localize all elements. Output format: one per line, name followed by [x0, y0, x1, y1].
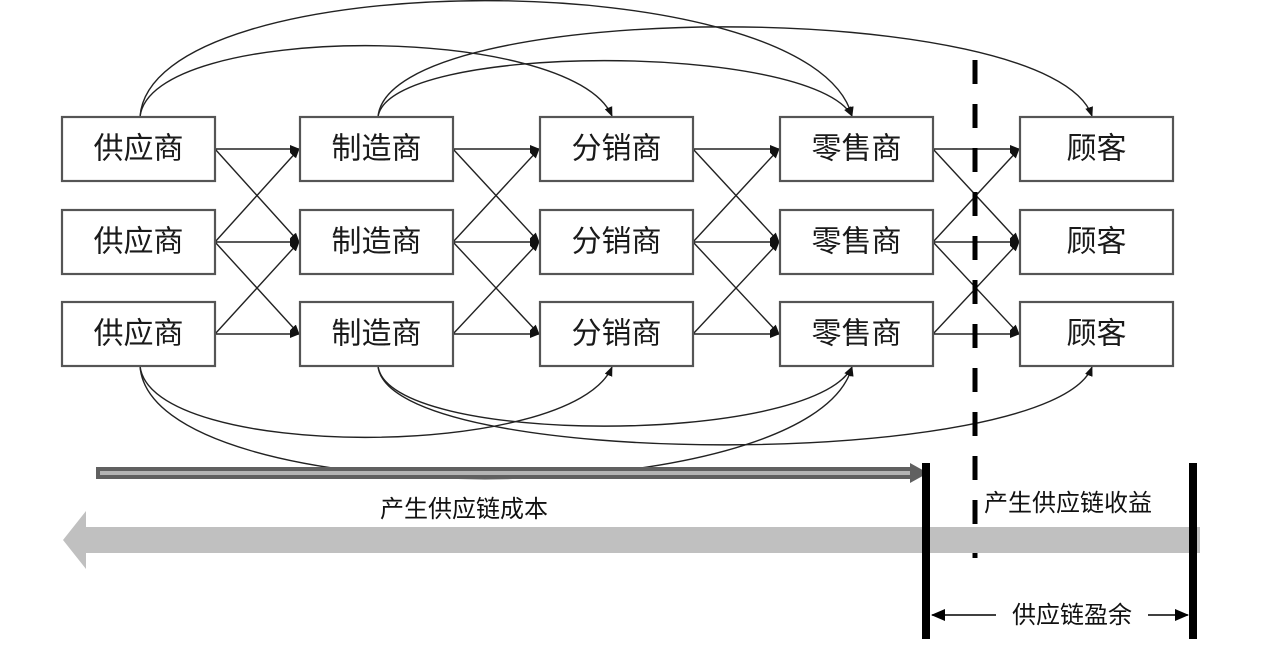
node-box — [1018, 300, 1175, 368]
stage-nodes: 供应商供应商供应商制造商制造商制造商分销商分销商分销商零售商零售商零售商顾客顾客… — [60, 115, 1175, 368]
link-distributor-to-retailer — [692, 148, 780, 243]
arc-top-manufacturer-to-customer — [377, 26, 1093, 118]
node-label: 顾客 — [1067, 132, 1127, 167]
node-box — [298, 300, 455, 368]
arc-top-manufacturer-to-retailer — [377, 59, 853, 118]
node-retailer: 零售商 — [778, 115, 935, 183]
node-label: 供应商 — [94, 132, 184, 167]
link-distributor-to-retailer — [692, 241, 780, 335]
arc-top-supplier-to-distributor — [139, 45, 613, 118]
node-distributor: 分销商 — [538, 208, 695, 276]
surplus-label: 供应链盈余 — [1012, 601, 1132, 629]
arc-top-supplier-to-retailer — [139, 0, 854, 118]
arc-bottom-supplier-to-distributor — [139, 365, 613, 438]
node-label: 顾客 — [1067, 317, 1127, 352]
revenue-boundary-bar — [1189, 463, 1197, 639]
node-label: 零售商 — [812, 132, 902, 167]
node-box — [60, 115, 217, 183]
node-distributor: 分销商 — [538, 300, 695, 368]
node-label: 分销商 — [572, 317, 662, 352]
link-supplier-to-manufacturer — [214, 241, 300, 335]
node-customer: 顾客 — [1018, 208, 1175, 276]
flow-arrow — [96, 463, 928, 483]
node-supplier: 供应商 — [60, 208, 217, 276]
node-label: 制造商 — [332, 132, 422, 167]
node-box — [778, 208, 935, 276]
link-manufacturer-to-distributor — [452, 241, 540, 335]
node-box — [778, 300, 935, 368]
node-label: 零售商 — [812, 225, 902, 260]
node-supplier: 供应商 — [60, 300, 217, 368]
node-label: 供应商 — [94, 317, 184, 352]
node-box — [1018, 115, 1175, 183]
revenue-label: 产生供应链收益 — [984, 489, 1152, 517]
cost-label: 产生供应链成本 — [380, 495, 548, 523]
node-manufacturer: 制造商 — [298, 208, 455, 276]
node-label: 供应商 — [94, 225, 184, 260]
node-box — [60, 300, 217, 368]
node-retailer: 零售商 — [778, 208, 935, 276]
cost-arrow — [63, 511, 1200, 569]
node-label: 分销商 — [572, 225, 662, 260]
node-box — [538, 115, 695, 183]
node-box — [60, 208, 217, 276]
arc-bottom-supplier-to-retailer — [139, 365, 854, 480]
node-retailer: 零售商 — [778, 300, 935, 368]
link-manufacturer-to-distributor — [452, 148, 540, 243]
node-label: 制造商 — [332, 225, 422, 260]
arc-bottom-manufacturer-to-customer — [377, 365, 1093, 446]
node-box — [538, 208, 695, 276]
node-box — [538, 300, 695, 368]
node-label: 顾客 — [1067, 225, 1127, 260]
surplus-span: 供应链盈余 — [931, 601, 1189, 629]
node-manufacturer: 制造商 — [298, 115, 455, 183]
cost-boundary-bar — [922, 463, 930, 639]
node-box — [778, 115, 935, 183]
node-manufacturer: 制造商 — [298, 300, 455, 368]
link-supplier-to-manufacturer — [214, 148, 300, 243]
node-box — [298, 208, 455, 276]
node-supplier: 供应商 — [60, 115, 217, 183]
node-box — [298, 115, 455, 183]
node-customer: 顾客 — [1018, 300, 1175, 368]
node-label: 制造商 — [332, 317, 422, 352]
node-label: 分销商 — [572, 132, 662, 167]
node-customer: 顾客 — [1018, 115, 1175, 183]
node-box — [1018, 208, 1175, 276]
node-label: 零售商 — [812, 317, 902, 352]
node-distributor: 分销商 — [538, 115, 695, 183]
arc-bottom-manufacturer-to-retailer — [377, 365, 853, 427]
